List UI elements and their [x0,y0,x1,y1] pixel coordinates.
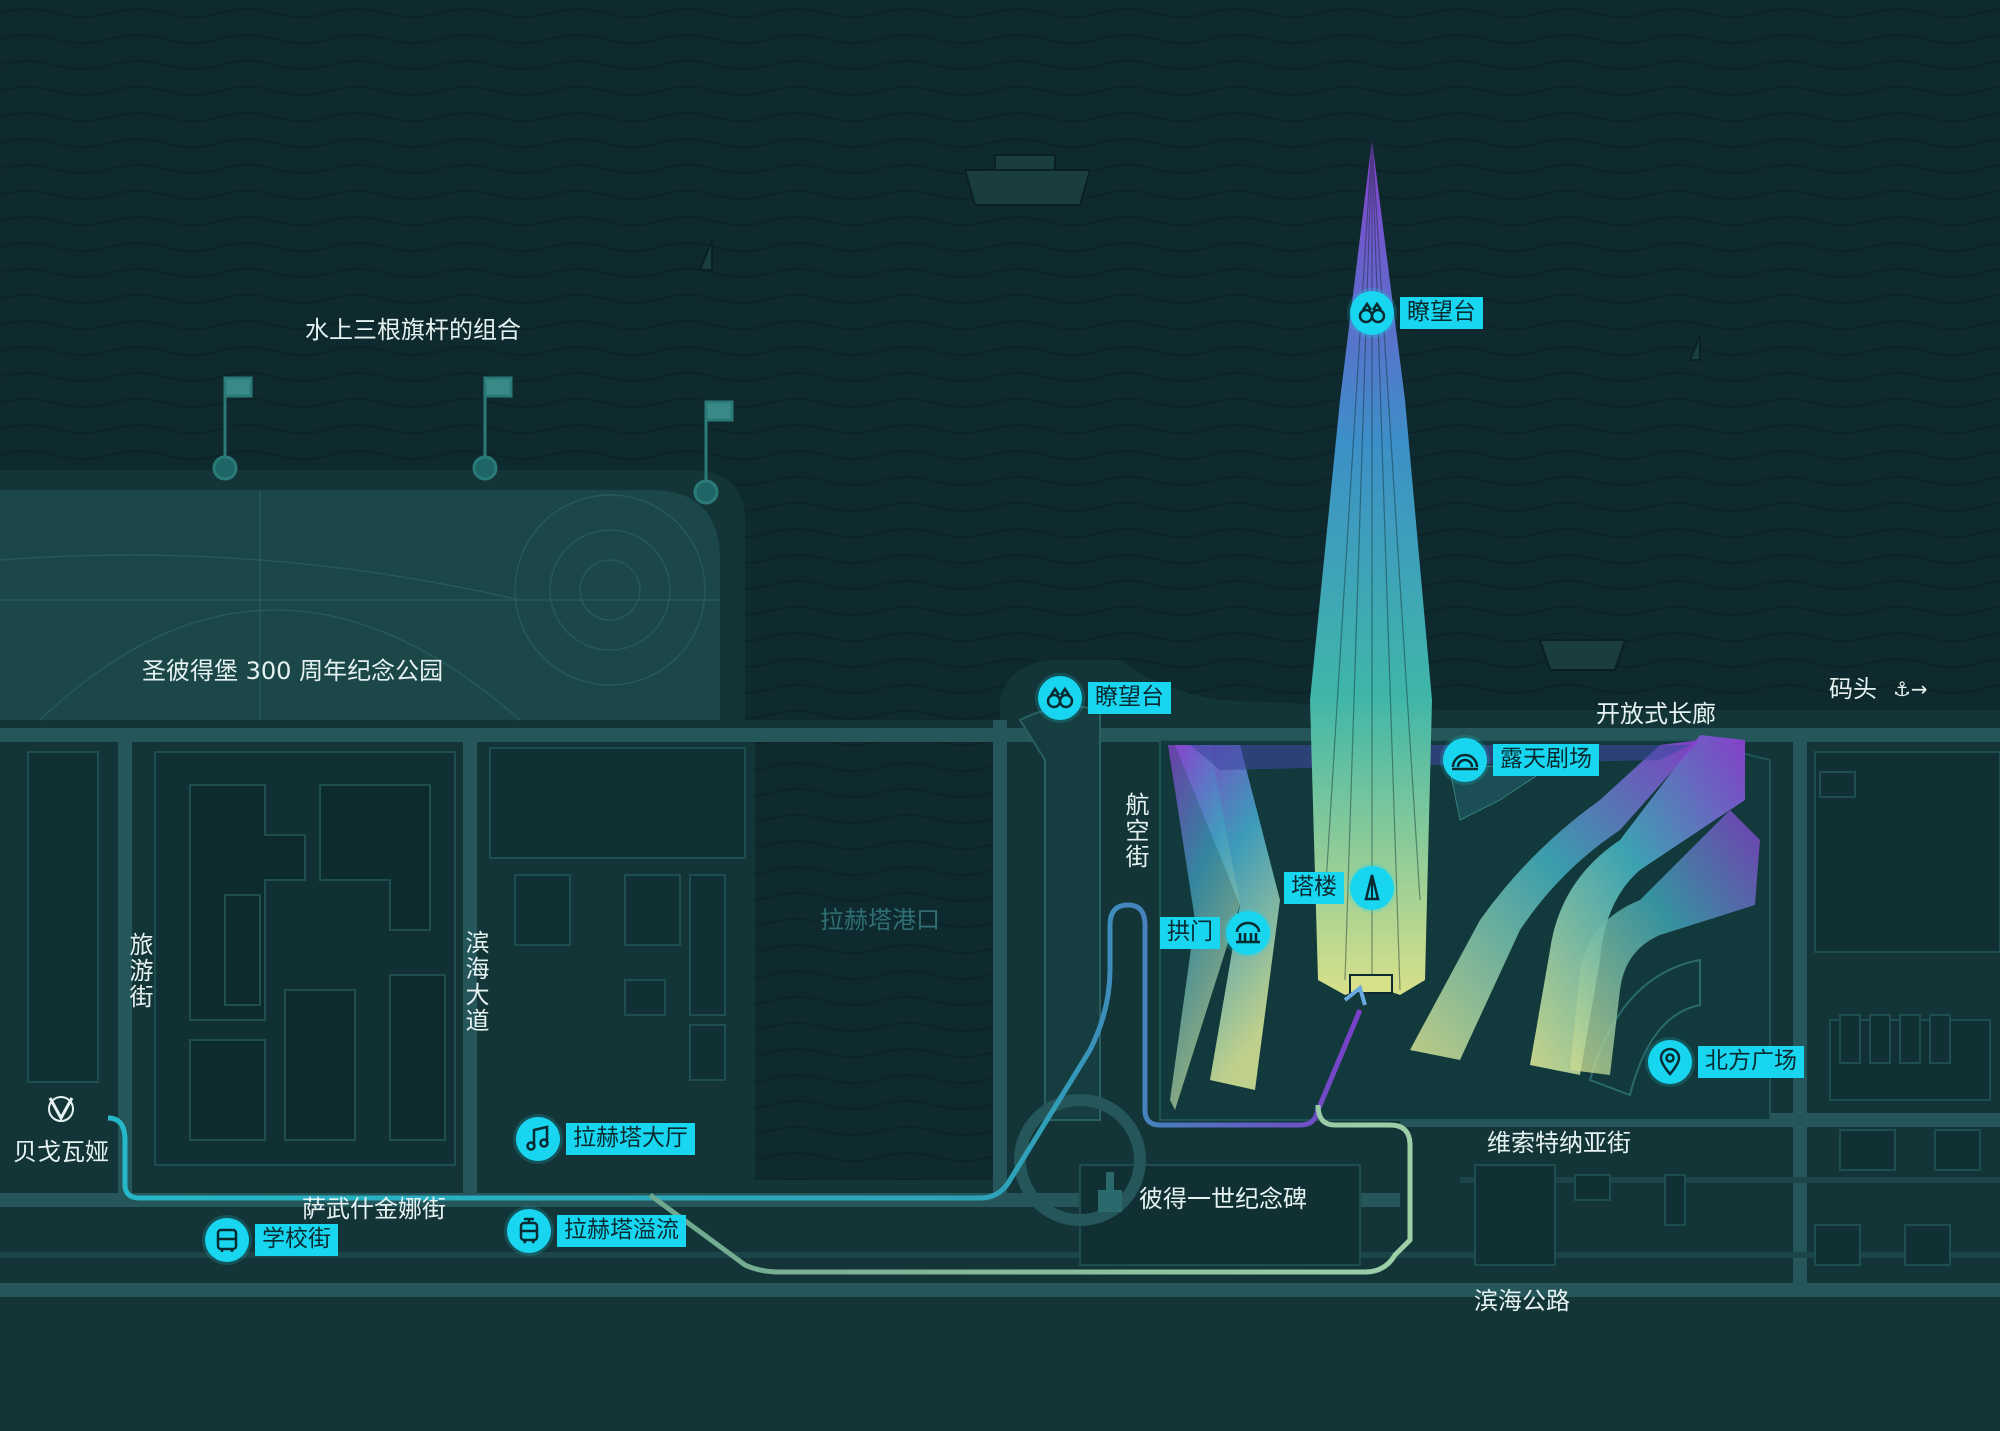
poi-label: 瞭望台 [1400,297,1483,329]
binoculars-icon [1038,676,1082,720]
poi-label: 拱门 [1160,917,1220,949]
street-seaside-ave-label: 滨海大道 [461,930,489,1034]
arch-icon [1226,911,1270,955]
anchor-icon: ⚓→ [1893,677,1928,701]
poi-lakhta-hall[interactable]: 拉赫塔大厅 [516,1117,695,1161]
poi-observation-low[interactable]: 瞭望台 [1038,676,1171,720]
poi-lakhta-spill[interactable]: 拉赫塔溢流 [507,1209,686,1253]
tower-icon [1350,866,1394,910]
poi-label: 拉赫塔大厅 [566,1123,695,1155]
poi-label: 北方广场 [1698,1046,1804,1078]
metro-station-label: 贝戈瓦娅 [13,1138,109,1166]
pier-label: 码头 [1829,675,1877,703]
poi-north-square[interactable]: 北方广场 [1648,1040,1804,1084]
poi-arch[interactable]: 拱门 [1160,911,1270,955]
monument-label: 彼得一世纪念碑 [1139,1185,1307,1213]
harbor-label: 拉赫塔港口 [820,906,940,934]
amphitheater-icon [1443,738,1487,782]
poi-tower[interactable]: 塔楼 [1284,866,1394,910]
tram-icon [507,1209,551,1253]
location-pin-icon [1648,1040,1692,1084]
poi-label: 瞭望台 [1088,682,1171,714]
bus-icon [205,1218,249,1262]
poi-amphitheater[interactable]: 露天剧场 [1443,738,1599,782]
poi-observation-top[interactable]: 瞭望台 [1350,291,1483,335]
poi-label: 露天剧场 [1493,744,1599,776]
park-label: 圣彼得堡 300 周年纪念公园 [142,657,444,685]
monument-marker [1098,1172,1122,1212]
flag-poles [212,376,734,505]
street-savushkina-label: 萨武什金娜街 [302,1195,446,1223]
street-travel-label: 旅游街 [125,932,153,1010]
street-aviation-label: 航空街 [1121,792,1149,870]
binoculars-icon [1350,291,1394,335]
poi-label: 塔楼 [1284,872,1344,904]
poi-school-street[interactable]: 学校街 [205,1218,338,1262]
metro-icon [46,1096,76,1122]
colonnade-label: 开放式长廊 [1596,700,1716,728]
flags-label: 水上三根旗杆的组合 [305,316,521,344]
lakhta-tower [1310,139,1432,995]
poi-label: 拉赫塔溢流 [557,1215,686,1247]
music-note-icon [516,1117,560,1161]
seaside-highway-label: 滨海公路 [1474,1287,1570,1315]
street-viceniya-label: 维索特纳亚街 [1487,1129,1631,1157]
poi-label: 学校街 [255,1224,338,1256]
